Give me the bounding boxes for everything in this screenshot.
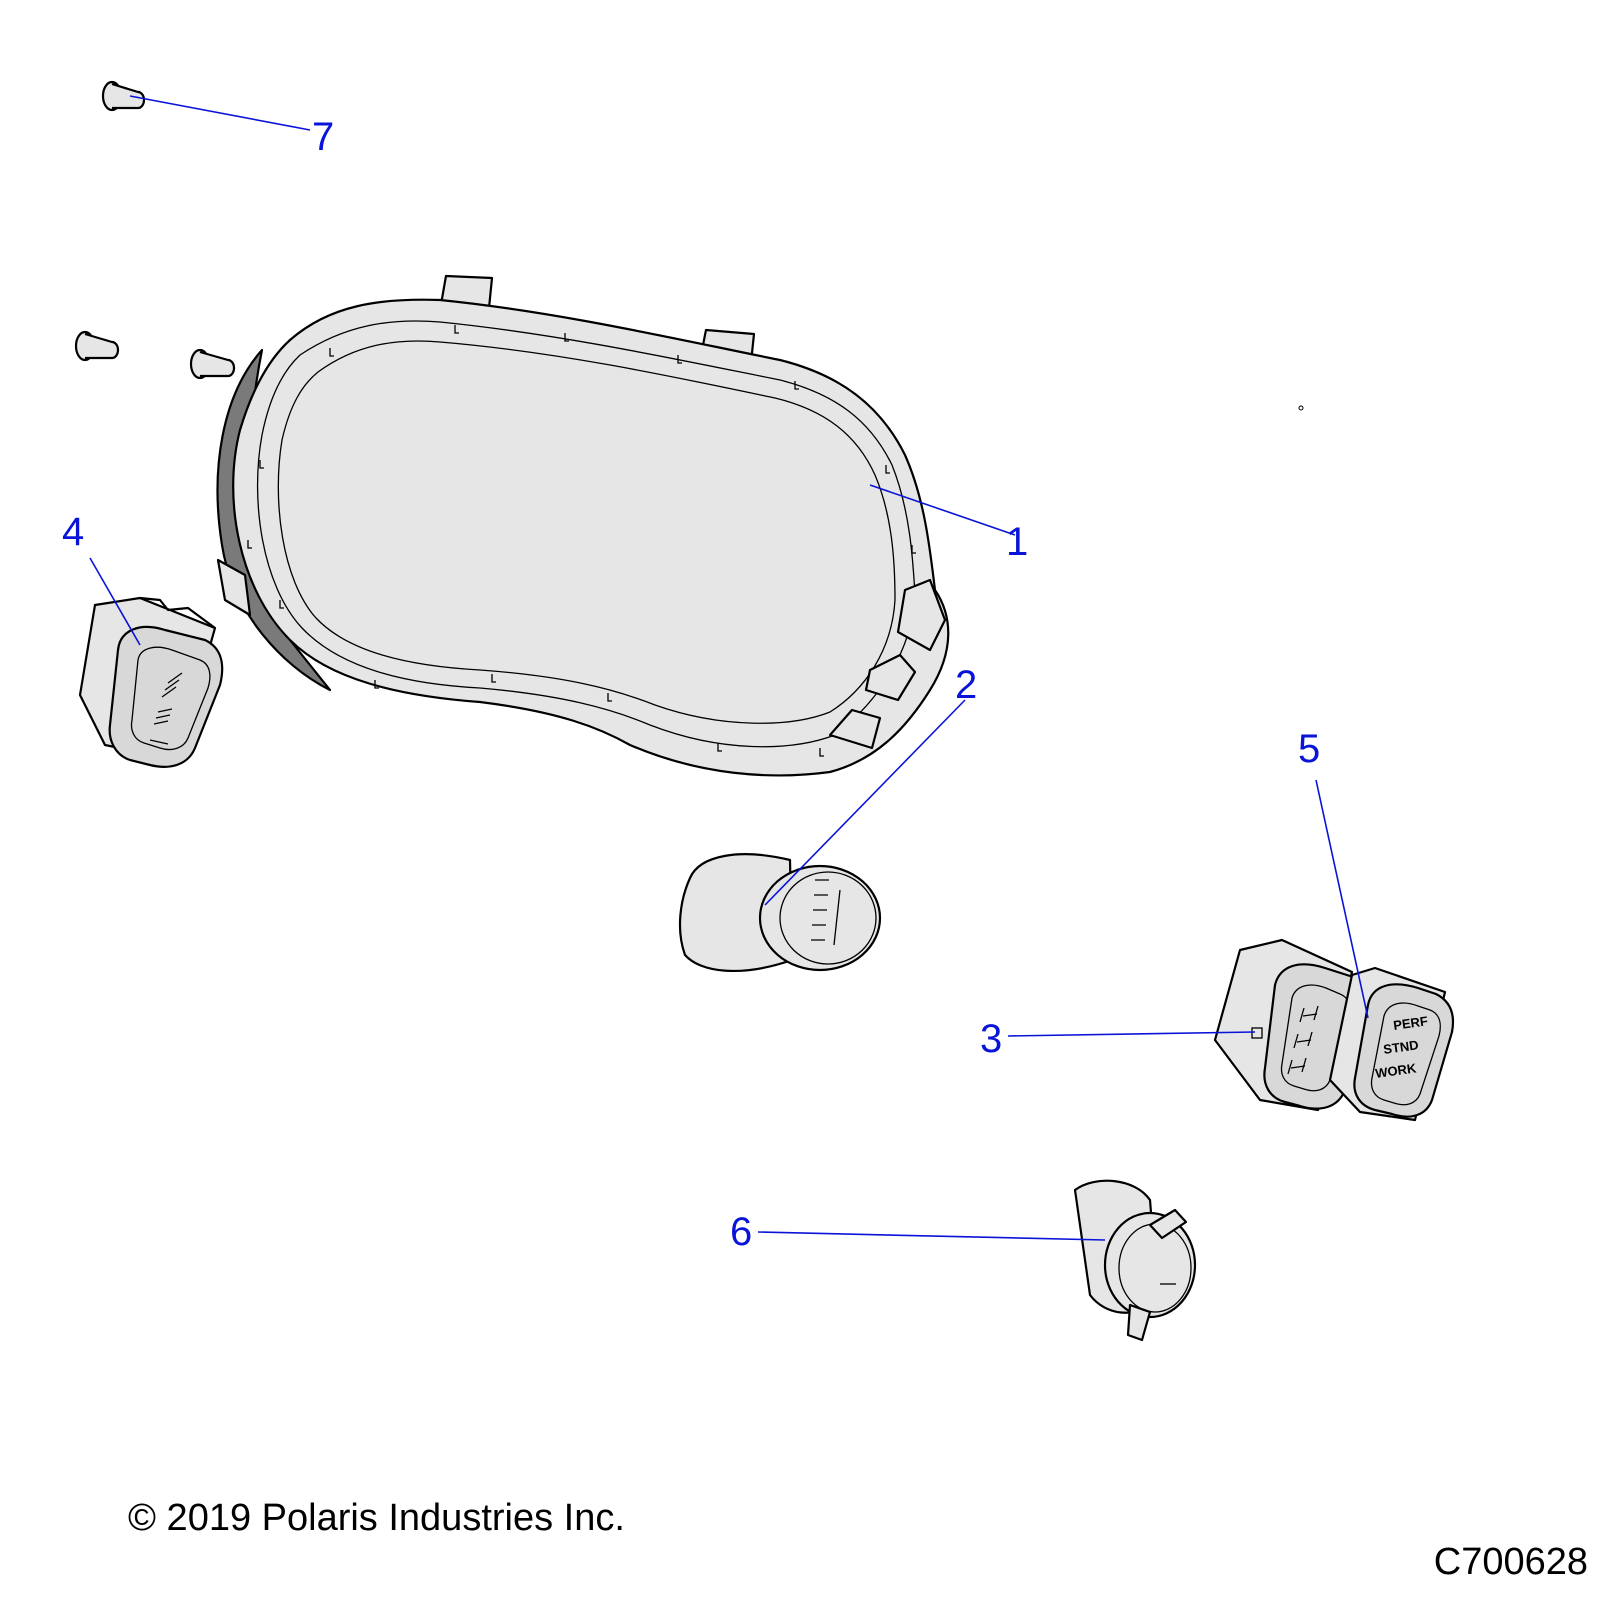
leader-line-5 (1315, 779, 1369, 1019)
power-outlet (1073, 1179, 1197, 1342)
callout-5: 5 (1298, 727, 1320, 771)
mode-label-work: WORK (1374, 1060, 1417, 1081)
leader-line-2 (764, 699, 966, 906)
instrument-cluster (216, 274, 950, 777)
drawing-number: C700628 (1434, 1541, 1588, 1583)
copyright-text: © 2019 Polaris Industries Inc. (128, 1497, 625, 1539)
leader-line-6 (757, 1231, 1106, 1241)
mode-label-stnd: STND (1382, 1037, 1419, 1057)
leader-line-4 (89, 557, 141, 646)
callout-numbers: 1 2 3 4 5 6 7 (62, 115, 1320, 1254)
callout-6: 6 (730, 1210, 752, 1254)
callout-4: 4 (62, 510, 84, 554)
callout-1: 1 (1006, 520, 1028, 564)
leader-line-7 (129, 95, 311, 131)
stray-dot (1298, 405, 1304, 411)
leader-line-3 (1007, 1031, 1256, 1037)
callout-3: 3 (980, 1017, 1002, 1061)
callout-7: 7 (312, 115, 334, 159)
mode-label-perf: PERF (1392, 1013, 1428, 1033)
performance-mode-switch: PERF STND WORK (1328, 966, 1455, 1122)
screw-top (101, 80, 146, 112)
screw-right (189, 348, 236, 380)
leader-lines (89, 95, 1369, 1241)
ignition-switch (678, 853, 882, 972)
callout-2: 2 (955, 663, 977, 707)
light-switch (78, 596, 224, 768)
leader-line-1 (869, 484, 1016, 536)
screw-left (74, 330, 120, 362)
